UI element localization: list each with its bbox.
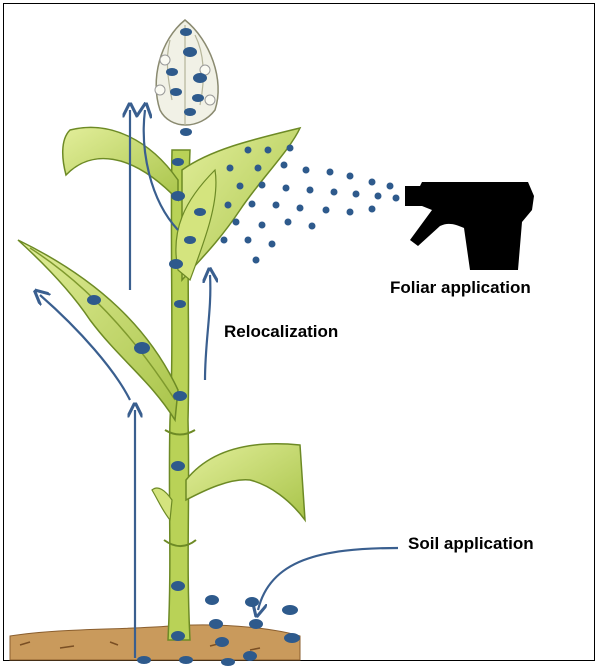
leaf [186,444,305,520]
arrow-relocalization [205,275,210,380]
relocalization-label: Relocalization [224,322,338,342]
leaf [18,240,178,420]
foliar-application-label: Foliar application [390,278,531,298]
leaf [63,127,178,200]
arrow-soil [258,548,398,610]
soil-application-label: Soil application [408,534,534,554]
spray-bottle-icon [405,182,534,270]
